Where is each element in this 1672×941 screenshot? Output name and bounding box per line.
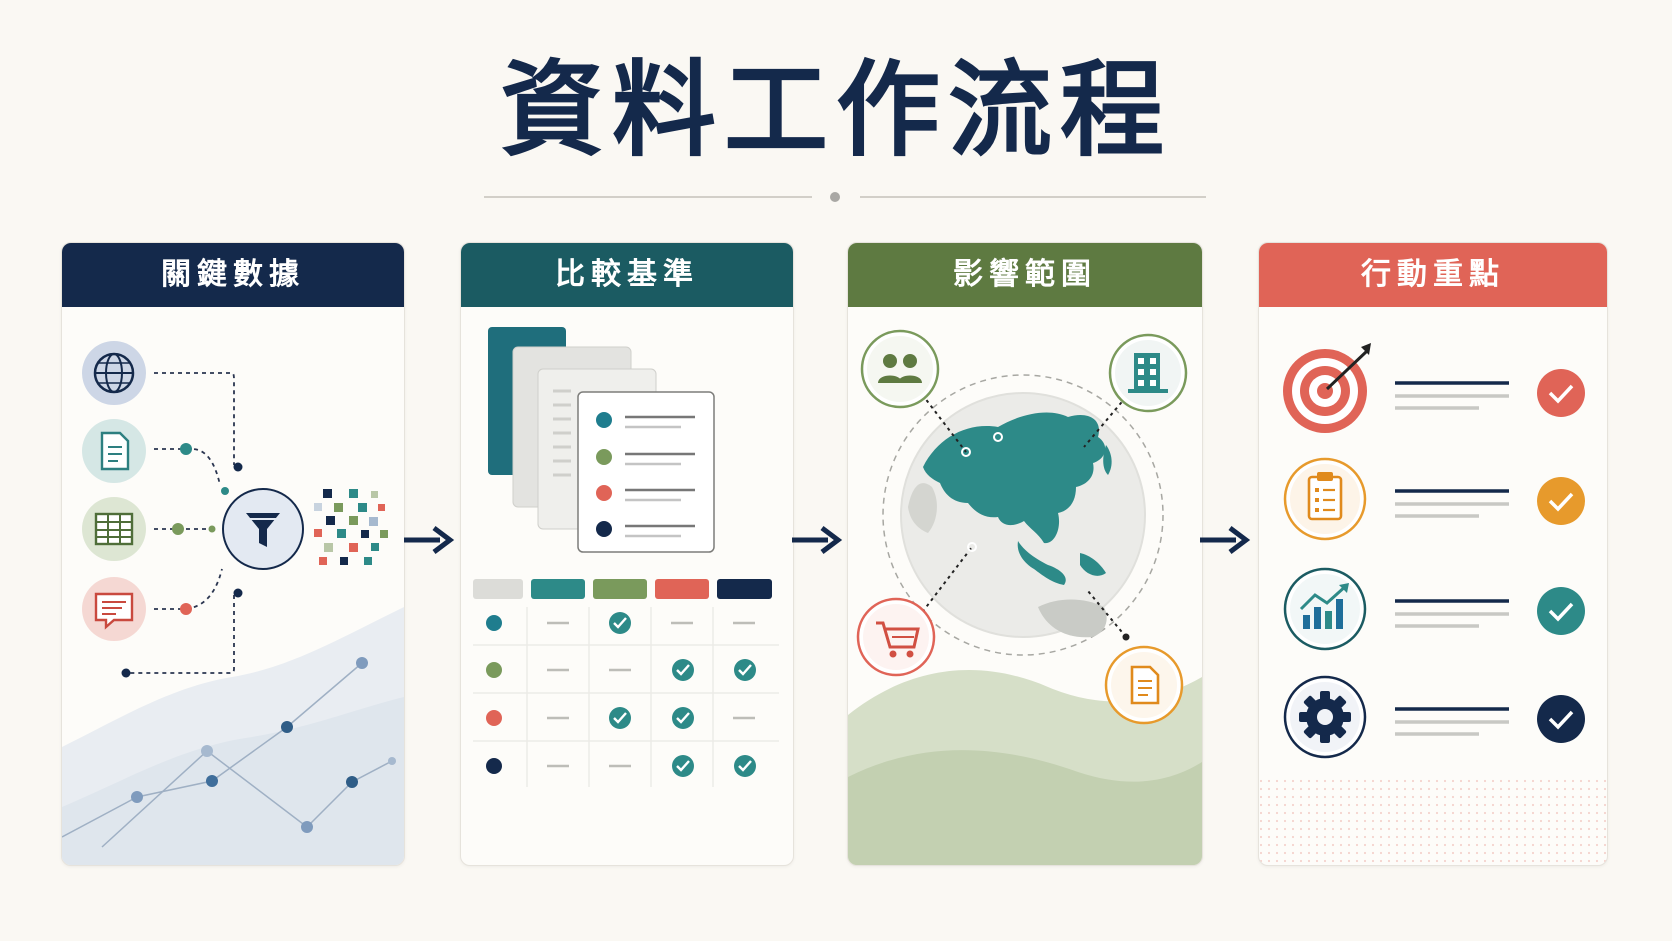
gear-icon	[1283, 675, 1367, 759]
check-icon	[1537, 587, 1585, 635]
impact-scope-illustration	[848, 329, 1202, 865]
stacked-documents-icon	[488, 327, 715, 553]
data-points-grid	[314, 489, 388, 565]
document-icon	[1104, 645, 1184, 725]
panel-header-benchmark: 比較基準	[461, 243, 793, 307]
target-icon	[1283, 343, 1371, 433]
check-icon	[1537, 477, 1585, 525]
panel-header-impact-scope: 影響範圍	[848, 243, 1202, 307]
title-divider-right	[860, 196, 1206, 198]
filter-funnel-icon	[222, 488, 304, 570]
page-title: 資料工作流程	[499, 48, 1172, 171]
growth-chart-icon	[1283, 567, 1367, 651]
flow-arrow-1	[404, 526, 455, 554]
spreadsheet-icon	[82, 497, 146, 561]
action-item-lines	[1395, 381, 1509, 736]
document-icon	[82, 419, 146, 483]
title-divider-left	[484, 196, 812, 198]
globe-icon	[82, 341, 146, 405]
action-focus-illustration	[1259, 343, 1607, 865]
check-icon	[1537, 369, 1585, 417]
chat-report-icon	[82, 577, 146, 641]
panel-action-focus: 行動重點	[1258, 242, 1608, 866]
clipboard-icon	[1283, 457, 1367, 541]
panel-key-data: 關鍵數據	[61, 242, 405, 866]
flow-arrow-3	[1200, 526, 1251, 554]
key-data-illustration	[62, 341, 404, 865]
check-icon	[1537, 695, 1585, 743]
check-icon	[609, 612, 631, 634]
panel-impact-scope: 影響範圍	[847, 242, 1203, 866]
comparison-table-icon	[473, 579, 779, 787]
shopping-cart-icon	[856, 597, 936, 677]
panel-header-action-focus: 行動重點	[1259, 243, 1607, 307]
people-icon	[860, 329, 940, 409]
panel-benchmark: 比較基準	[460, 242, 794, 866]
flow-arrow-2	[792, 526, 843, 554]
panel-header-key-data: 關鍵數據	[62, 243, 404, 307]
asia-map-globe	[900, 392, 1146, 638]
benchmark-illustration	[473, 327, 779, 787]
title-divider-dot	[830, 192, 840, 202]
trend-line-chart	[62, 657, 396, 848]
building-icon	[1108, 333, 1188, 413]
